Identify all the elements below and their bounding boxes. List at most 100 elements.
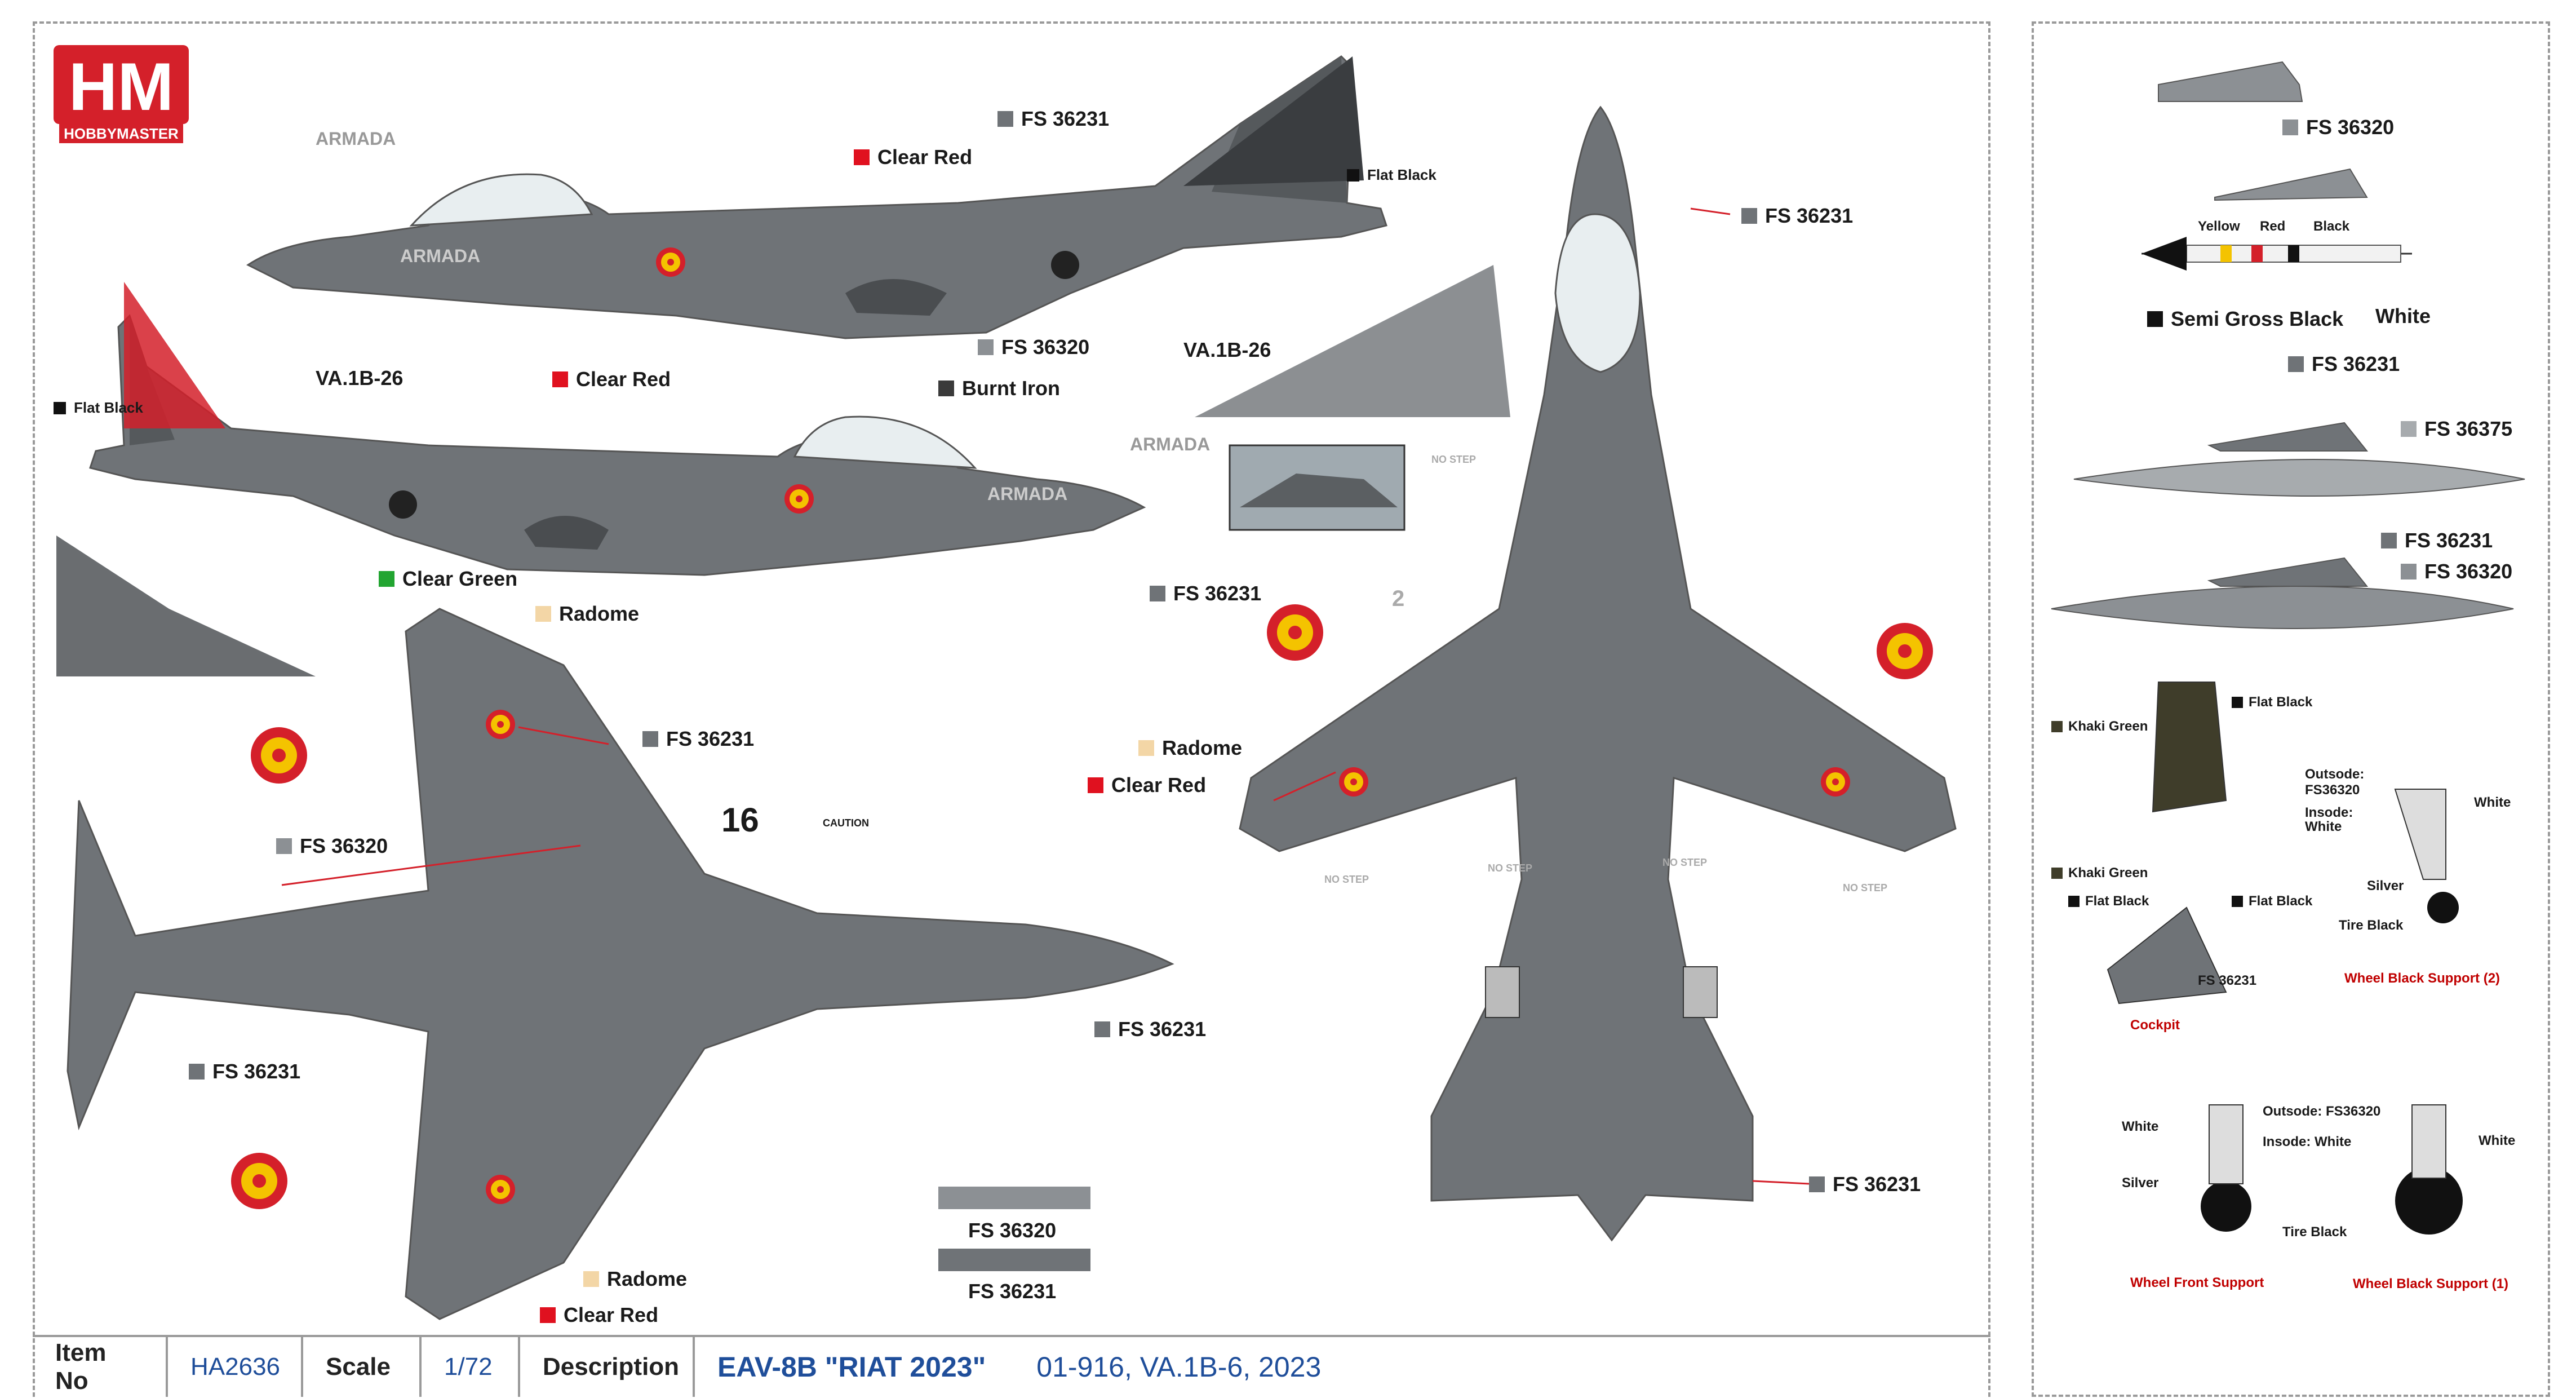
swatch-icon	[583, 1271, 599, 1287]
callout-flat-black-2: Flat Black	[54, 399, 143, 417]
side-fs36231-2: FS 36231	[2381, 529, 2493, 552]
side-insode-2: Insode: White	[2263, 1134, 2352, 1149]
marking-no-step-1: NO STEP	[1431, 454, 1477, 465]
detail-parts-panel	[2032, 21, 2550, 1397]
side-flat-black-1: Flat Black	[2232, 694, 2312, 710]
missile-red-label: Red	[2260, 219, 2286, 234]
side-fs36320-1: FS 36320	[2282, 116, 2394, 139]
swatch-icon	[1138, 740, 1154, 756]
marking-armada-4: ARMADA	[1130, 434, 1211, 454]
side-silver-2: Silver	[2122, 1175, 2159, 1191]
detail-parts	[2051, 61, 2525, 1235]
callout-radome-2: Radome	[1138, 736, 1242, 760]
swatch-icon	[189, 1064, 205, 1080]
tail-art	[56, 56, 1510, 676]
missile-yellow-label: Yellow	[2198, 219, 2240, 234]
callout-fs36231-1: FS 36231	[997, 107, 1109, 131]
side-profile-left	[246, 55, 1387, 339]
missile-part	[2142, 237, 2412, 271]
side-insode-white: White	[2305, 819, 2342, 834]
marking-armada-3: ARMADA	[987, 484, 1068, 504]
swatch-icon	[276, 838, 292, 854]
marking-armada-1: ARMADA	[316, 129, 396, 149]
callout-fs36231-6: FS 36231	[1809, 1173, 1921, 1196]
callout-va1b26-1: VA.1B-26	[1183, 338, 1271, 361]
side-insode: Insode:	[2305, 805, 2353, 820]
side-silver-1: Silver	[2367, 878, 2404, 893]
swatch-icon	[1150, 586, 1165, 601]
swatch-icon	[2288, 356, 2304, 372]
missile-black-label: Black	[2313, 219, 2350, 234]
callout-radome-1: Radome	[535, 602, 639, 626]
description-label: Description	[520, 1337, 695, 1397]
swatch-icon	[2282, 120, 2298, 135]
marking-no-step-3: NO STEP	[1488, 862, 1533, 874]
callout-fs36231-4: FS 36231	[1094, 1017, 1206, 1041]
swatch-icon	[1088, 777, 1103, 793]
callout-fs36231-2: FS 36231	[1150, 582, 1261, 605]
swatch-icon	[938, 381, 954, 396]
marking-number-2: 2	[1392, 586, 1405, 611]
callout-burnt-iron: Burnt Iron	[938, 377, 1060, 400]
swatch-icon	[2232, 896, 2243, 907]
side-fs36231-1: FS 36231	[2288, 352, 2400, 376]
marking-big-number: 16	[721, 801, 759, 839]
swatch-icon	[642, 731, 658, 747]
scale-value: 1/72	[422, 1337, 520, 1397]
callout-radome-3: Radome	[583, 1267, 687, 1291]
label-wheel-black-support-2: Wheel Black Support (2)	[2344, 971, 2500, 986]
swatch-icon	[2232, 697, 2243, 708]
marking-armada-2: ARMADA	[400, 246, 481, 266]
callout-fs36231-top: FS 36231	[1741, 204, 1853, 228]
info-footer: Item No HA2636 Scale 1/72 Description EA…	[33, 1335, 1990, 1397]
swatch-icon	[540, 1307, 556, 1323]
swatch-icon	[997, 111, 1013, 127]
swatch-icon	[2147, 311, 2163, 327]
callout-clear-green: Clear Green	[379, 567, 517, 591]
side-semi-gross-black: Semi Gross Black	[2147, 307, 2343, 331]
side-white-missile: White	[2375, 304, 2431, 328]
swatch-icon	[2051, 721, 2063, 732]
side-white-2: White	[2474, 795, 2511, 810]
swatch-icon	[1347, 169, 1359, 182]
swatch-icon	[2381, 533, 2397, 548]
callout-flat-black-1: Flat Black	[1347, 166, 1436, 184]
swatch-fs36231	[938, 1249, 1090, 1271]
side-flat-black-3: Flat Black	[2232, 893, 2312, 909]
swatch-fs36320	[938, 1187, 1090, 1209]
side-outsode: Outsode:	[2305, 767, 2365, 782]
swatch-icon	[2068, 896, 2080, 907]
side-fs36231-cockpit: FS 36231	[2181, 973, 2256, 989]
swatch-icon	[379, 571, 394, 587]
side-tire-black-1: Tire Black	[2339, 918, 2404, 933]
scale-label: Scale	[303, 1337, 422, 1397]
svg-text:HM: HM	[69, 49, 174, 125]
callout-va1b26-2: VA.1B-26	[316, 366, 404, 390]
callout-clear-red-3: Clear Red	[1088, 773, 1206, 797]
description-title: EAV-8B "RIAT 2023"	[717, 1351, 986, 1383]
callout-clear-red-4: Clear Red	[540, 1303, 658, 1327]
swatch-icon	[2181, 975, 2192, 986]
swatch-icon	[2051, 868, 2063, 879]
callout-fs36320-2: FS 36320	[276, 834, 388, 858]
marking-no-step-4: NO STEP	[1662, 857, 1708, 868]
side-khaki-green-1: Khaki Green	[2051, 719, 2148, 735]
item-no-label: Item No	[33, 1337, 168, 1397]
marking-caution: CAUTION	[823, 817, 869, 829]
callout-fs36320-1: FS 36320	[978, 335, 1089, 359]
side-white-3: White	[2122, 1119, 2159, 1134]
callout-fs36231-5: FS 36231	[189, 1060, 300, 1083]
label-wheel-front-support: Wheel Front Support	[2130, 1275, 2264, 1290]
underside-planform	[66, 608, 1174, 1320]
label-cockpit: Cockpit	[2130, 1017, 2180, 1033]
swatch-icon	[978, 339, 994, 355]
marking-no-step-2: NO STEP	[1324, 874, 1369, 885]
swatch-icon	[552, 371, 568, 387]
swatch-icon	[1741, 208, 1757, 224]
marking-no-step-5: NO STEP	[1843, 882, 1888, 893]
upper-planform	[1239, 105, 1957, 1242]
callout-clear-red-1: Clear Red	[854, 145, 972, 169]
side-fs36375: FS 36375	[2401, 417, 2512, 441]
side-flat-black-2: Flat Black	[2068, 893, 2149, 909]
